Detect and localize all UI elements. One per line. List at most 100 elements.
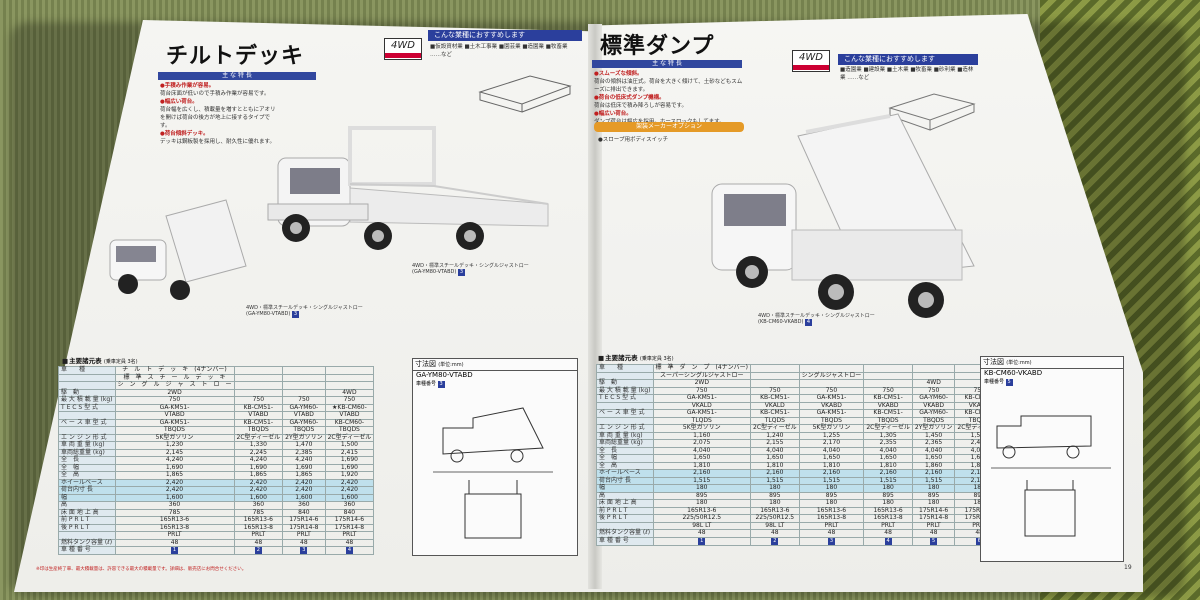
spec-cell [324,366,375,375]
spec-label: 床 面 地 上 高 [596,499,654,508]
spec-cell: 48 [750,529,800,538]
spec-cell: 1,650 [911,454,956,463]
spec-cell: 180 [911,484,956,493]
page-number: 19 [1124,564,1132,571]
spec-cell: TBQDS [282,426,326,435]
spec-cell: 165R13-8 [863,514,913,523]
spec-cell: 1,650 [863,454,913,463]
right-recommend-items: ■造園業 ■建設業 ■土木業 ■牧畜業 ■砂利業 ■造林業 ……など [840,67,974,81]
spec-row: 車 種 番 号123456 [596,536,1004,546]
spec-cell [233,381,284,390]
spec-label: 全 高 [58,471,116,480]
spec-row: 幅180180180180180180 [596,484,1004,493]
spec-cell: 48 [233,538,284,547]
spec-cell: 48 [282,538,326,547]
spec-row: 床 面 地 上 高180180180180180180 [596,499,1004,508]
spec-label: 全 長 [58,456,116,465]
spec-cell [863,379,913,388]
spec-cell: 180 [652,484,752,493]
spec-label: ホイールベース [596,469,654,478]
vehicle-number-badge: 5 [930,537,938,545]
spec-cell: KB-CM51- [863,394,913,403]
spec-label: 車両総重量 (kg) [596,439,654,448]
spec-label: 燃料タンク容量 (ℓ) [596,529,654,538]
spec-row: スーパーシングルジャストローシングルジャストロー [596,371,1004,380]
feature-title: ●幅広い荷台。 [160,99,198,105]
spec-label: 車 種 番 号 [58,546,116,555]
feature-text: 荷台の傾斜は油圧式。荷台を大きく傾けて、土砂などもスムーズに排出できます。 [594,79,743,93]
dim-heading: 寸法図 (単位:mm) [981,357,1123,369]
spec-cell: 1 [114,546,235,555]
spec-cell: 225/50R12.5 [750,514,800,523]
spec-cell: 225/50R12.5 [652,514,752,523]
feature-title: ●幅広い荷台。 [594,111,632,117]
spec-label [58,531,116,540]
spec-cell: 4,240 [114,456,235,465]
spec-cell: 1,470 [282,441,326,450]
left-recommend-items: ■仮設資材業 ■土木工事業 ■園芸業 ■造園業 ■牧畜業 ……など [430,44,568,58]
vehicle-number-badge: 4 [345,547,353,554]
spec-cell: 1,650 [652,454,752,463]
left-4wd-logo: 4WD [384,38,422,60]
spec-cell: 180 [911,499,956,508]
dim-model: KB-CM60-VKABD [984,369,1043,377]
spec-cell: PRLT [324,531,375,540]
spec-cell: 48 [798,529,865,538]
spec-label: 車 両 重 量 (kg) [58,441,116,450]
spec-cell: TBQDS [114,426,235,435]
vehicle-number-badge: 6 [975,537,983,545]
dim-model-num: 車種番号 3 [416,381,445,388]
spec-cell [233,373,284,382]
spec-cell: 1,330 [233,441,284,450]
spec-cell: 750 [233,396,284,405]
spec-cell: 2,420 [114,486,235,495]
spec-cell: 180 [863,499,913,508]
spec-label: 車 種 番 号 [596,536,654,546]
spec-cell: GA-KM51- [652,409,752,418]
spec-cell [282,373,326,382]
spec-cell: GA-YM60- [911,394,956,403]
feature-title: ●手積み作業が容易。 [160,83,215,89]
spec-cell: 360 [282,501,326,510]
right-title: 標準ダンプ [600,34,715,59]
spec-cell: 48 [324,538,375,547]
spec-row: VKALDVKALDVKABDVKABDVKABDVKABD [596,401,1004,410]
spec-cell: KB-CM51- [750,394,800,403]
spec-cell: 1,920 [324,471,375,480]
vehicle-number-badge: 3 [827,537,835,545]
spec-cell: 3 [798,536,865,546]
left-caption-sub: 4WD・標準スチールデッキ・シングルジャストロー(GA-YM80-VTABD) … [246,305,363,318]
spec-cell: VTABD [114,411,235,420]
spec-cell: 4 [324,546,375,555]
spec-cell: 2,155 [750,439,800,448]
right-spec-table: 車 種標 準 ダ ン プ (4ナンバー)スーパーシングルジャストローシングルジャ… [596,364,1004,546]
spec-cell: 2,160 [750,469,800,478]
spec-cell [233,366,284,375]
spec-row: 標 準 ス チ ー ル デ ッ キ [58,373,375,382]
left-dimension-panel: 寸法図 (単位:mm) GA-YM80-VTABD 車種番号 3 [412,358,578,556]
spec-cell [863,364,913,373]
spec-cell: 1,650 [798,454,865,463]
spec-cell: 180 [750,484,800,493]
vehicle-number-badge: 1 [171,547,179,554]
spec-label: T E C S 型 式 [58,403,116,412]
spec-cell: GA-KM51- [798,394,865,403]
right-4wd-logo: 4WD [792,50,830,72]
spec-label: 全 幅 [596,454,654,463]
spec-label: 高 [58,501,116,510]
tilt-deck-truck-image [267,126,549,250]
tilt-deck-sketch [478,75,572,113]
spec-cell: GA-YM60- [911,409,956,418]
tilt-deck-truck-raised-image [109,199,247,300]
